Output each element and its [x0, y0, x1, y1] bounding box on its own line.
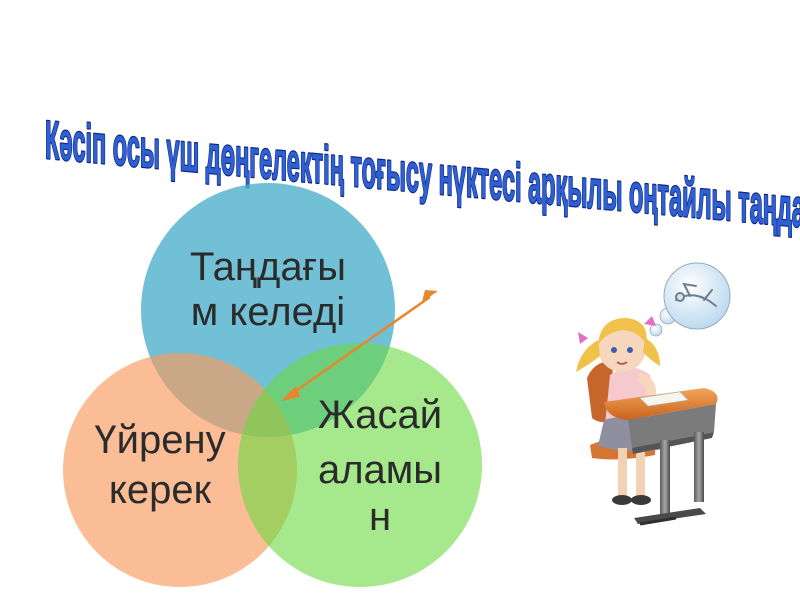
venn-label-choose-line2: м келеді — [191, 290, 345, 334]
venn-circle-learn — [63, 353, 297, 587]
double-arrow-icon — [281, 290, 438, 401]
venn-label-able: Жасай аламы н — [318, 393, 442, 539]
venn-diagram: Таңдағы м келеді Үйрену керек Жасай алам… — [63, 183, 482, 587]
slide-title: Кәсіп осы үш дөңгелектің тоғысу нүктесі … — [44, 109, 800, 241]
venn-label-choose-line1: Таңдағы — [190, 245, 346, 289]
title-text: Кәсіп осы үш дөңгелектің тоғысу нүктесі … — [45, 110, 800, 239]
venn-label-able-line1: Жасай — [318, 393, 442, 437]
venn-label-able-line2: аламы — [318, 448, 442, 492]
venn-label-choose: Таңдағы м келеді — [190, 245, 346, 334]
girl-at-desk-dreaming-icon — [576, 262, 731, 526]
venn-label-learn-line2: керек — [109, 468, 212, 512]
venn-label-able-line3: н — [369, 495, 391, 539]
venn-label-learn-line1: Үйрену — [94, 418, 225, 462]
venn-circle-able — [238, 343, 482, 587]
venn-label-learn: Үйрену керек — [94, 418, 225, 512]
